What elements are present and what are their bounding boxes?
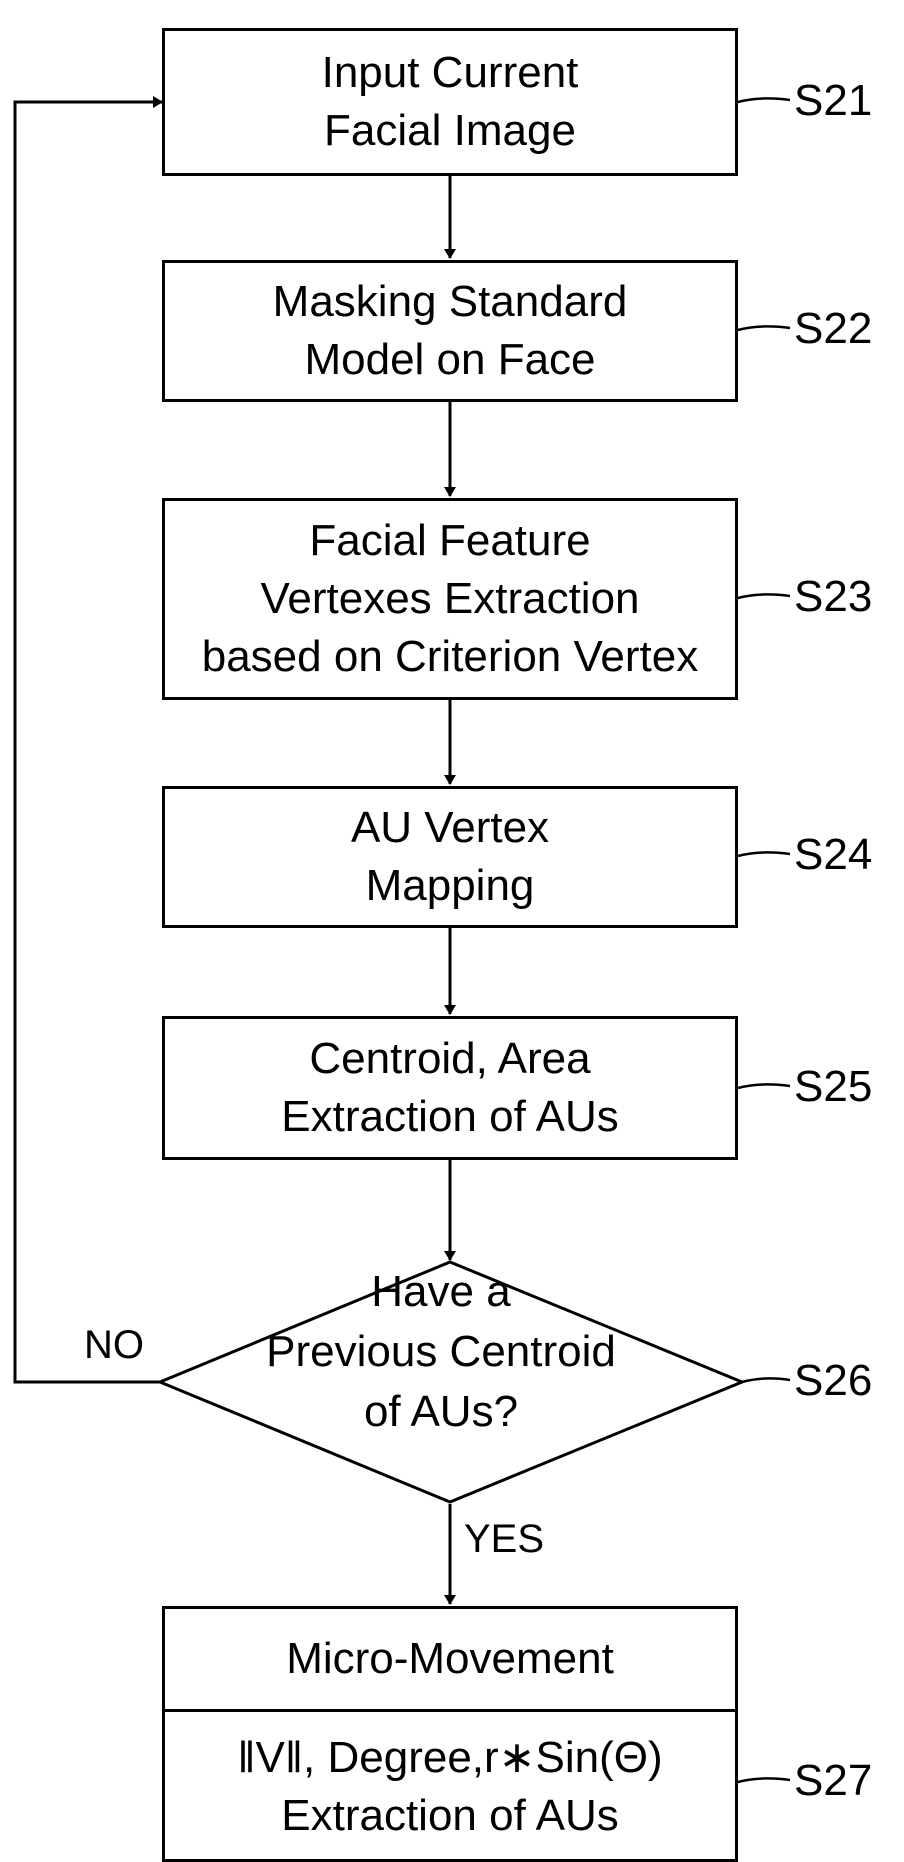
step-line: Extraction of AUs	[281, 1088, 618, 1146]
leader-s24	[738, 852, 790, 856]
final-line: ‖V‖, Degree,r∗Sin(Θ)	[237, 1729, 662, 1787]
step-box-s23: Facial Feature Vertexes Extraction based…	[162, 498, 738, 700]
step-label-s23: S23	[794, 572, 872, 622]
step-line: Masking Standard	[273, 273, 628, 331]
step-text-s24: AU Vertex Mapping	[351, 799, 549, 915]
step-text-s21: Input Current Facial Image	[322, 44, 579, 160]
final-title: Micro-Movement	[165, 1609, 735, 1712]
step-box-s24: AU Vertex Mapping	[162, 786, 738, 928]
step-label-s27: S27	[794, 1756, 872, 1806]
step-text-s22: Masking Standard Model on Face	[273, 273, 628, 389]
step-line: Input Current	[322, 44, 579, 102]
arrow-no-loop	[15, 102, 162, 1382]
step-line: based on Criterion Vertex	[202, 628, 699, 686]
leader-s25	[738, 1084, 790, 1088]
step-text-s23: Facial Feature Vertexes Extraction based…	[202, 512, 699, 686]
step-text-s25: Centroid, Area Extraction of AUs	[281, 1030, 618, 1146]
leader-s21	[738, 98, 790, 102]
leader-s23	[738, 594, 790, 598]
decision-text: Have a Previous Centroid of AUs?	[160, 1262, 722, 1442]
step-line: Facial Image	[324, 102, 576, 160]
decision-line: Previous Centroid	[160, 1322, 722, 1382]
step-box-s25: Centroid, Area Extraction of AUs	[162, 1016, 738, 1160]
final-line: Extraction of AUs	[281, 1787, 618, 1845]
yes-branch-label: YES	[464, 1516, 544, 1562]
step-line: Centroid, Area	[309, 1030, 590, 1088]
leader-s26	[742, 1378, 790, 1382]
step-label-s21: S21	[794, 76, 872, 126]
decision-line: Have a	[160, 1262, 722, 1322]
step-label-s26: S26	[794, 1356, 872, 1406]
step-label-s22: S22	[794, 304, 872, 354]
step-line: AU Vertex	[351, 799, 549, 857]
leader-s27	[738, 1778, 790, 1782]
decision-line: of AUs?	[160, 1382, 722, 1442]
step-box-s21: Input Current Facial Image	[162, 28, 738, 176]
step-line: Facial Feature	[309, 512, 590, 570]
leader-s22	[738, 326, 790, 330]
step-label-s24: S24	[794, 830, 872, 880]
step-line: Mapping	[366, 857, 535, 915]
final-body: ‖V‖, Degree,r∗Sin(Θ) Extraction of AUs	[165, 1712, 735, 1862]
step-box-s22: Masking Standard Model on Face	[162, 260, 738, 402]
step-box-s27: Micro-Movement ‖V‖, Degree,r∗Sin(Θ) Extr…	[162, 1606, 738, 1862]
final-text: ‖V‖, Degree,r∗Sin(Θ) Extraction of AUs	[237, 1729, 662, 1845]
no-branch-label: NO	[84, 1322, 144, 1368]
step-line: Model on Face	[304, 331, 595, 389]
step-label-s25: S25	[794, 1062, 872, 1112]
step-line: Vertexes Extraction	[260, 570, 639, 628]
